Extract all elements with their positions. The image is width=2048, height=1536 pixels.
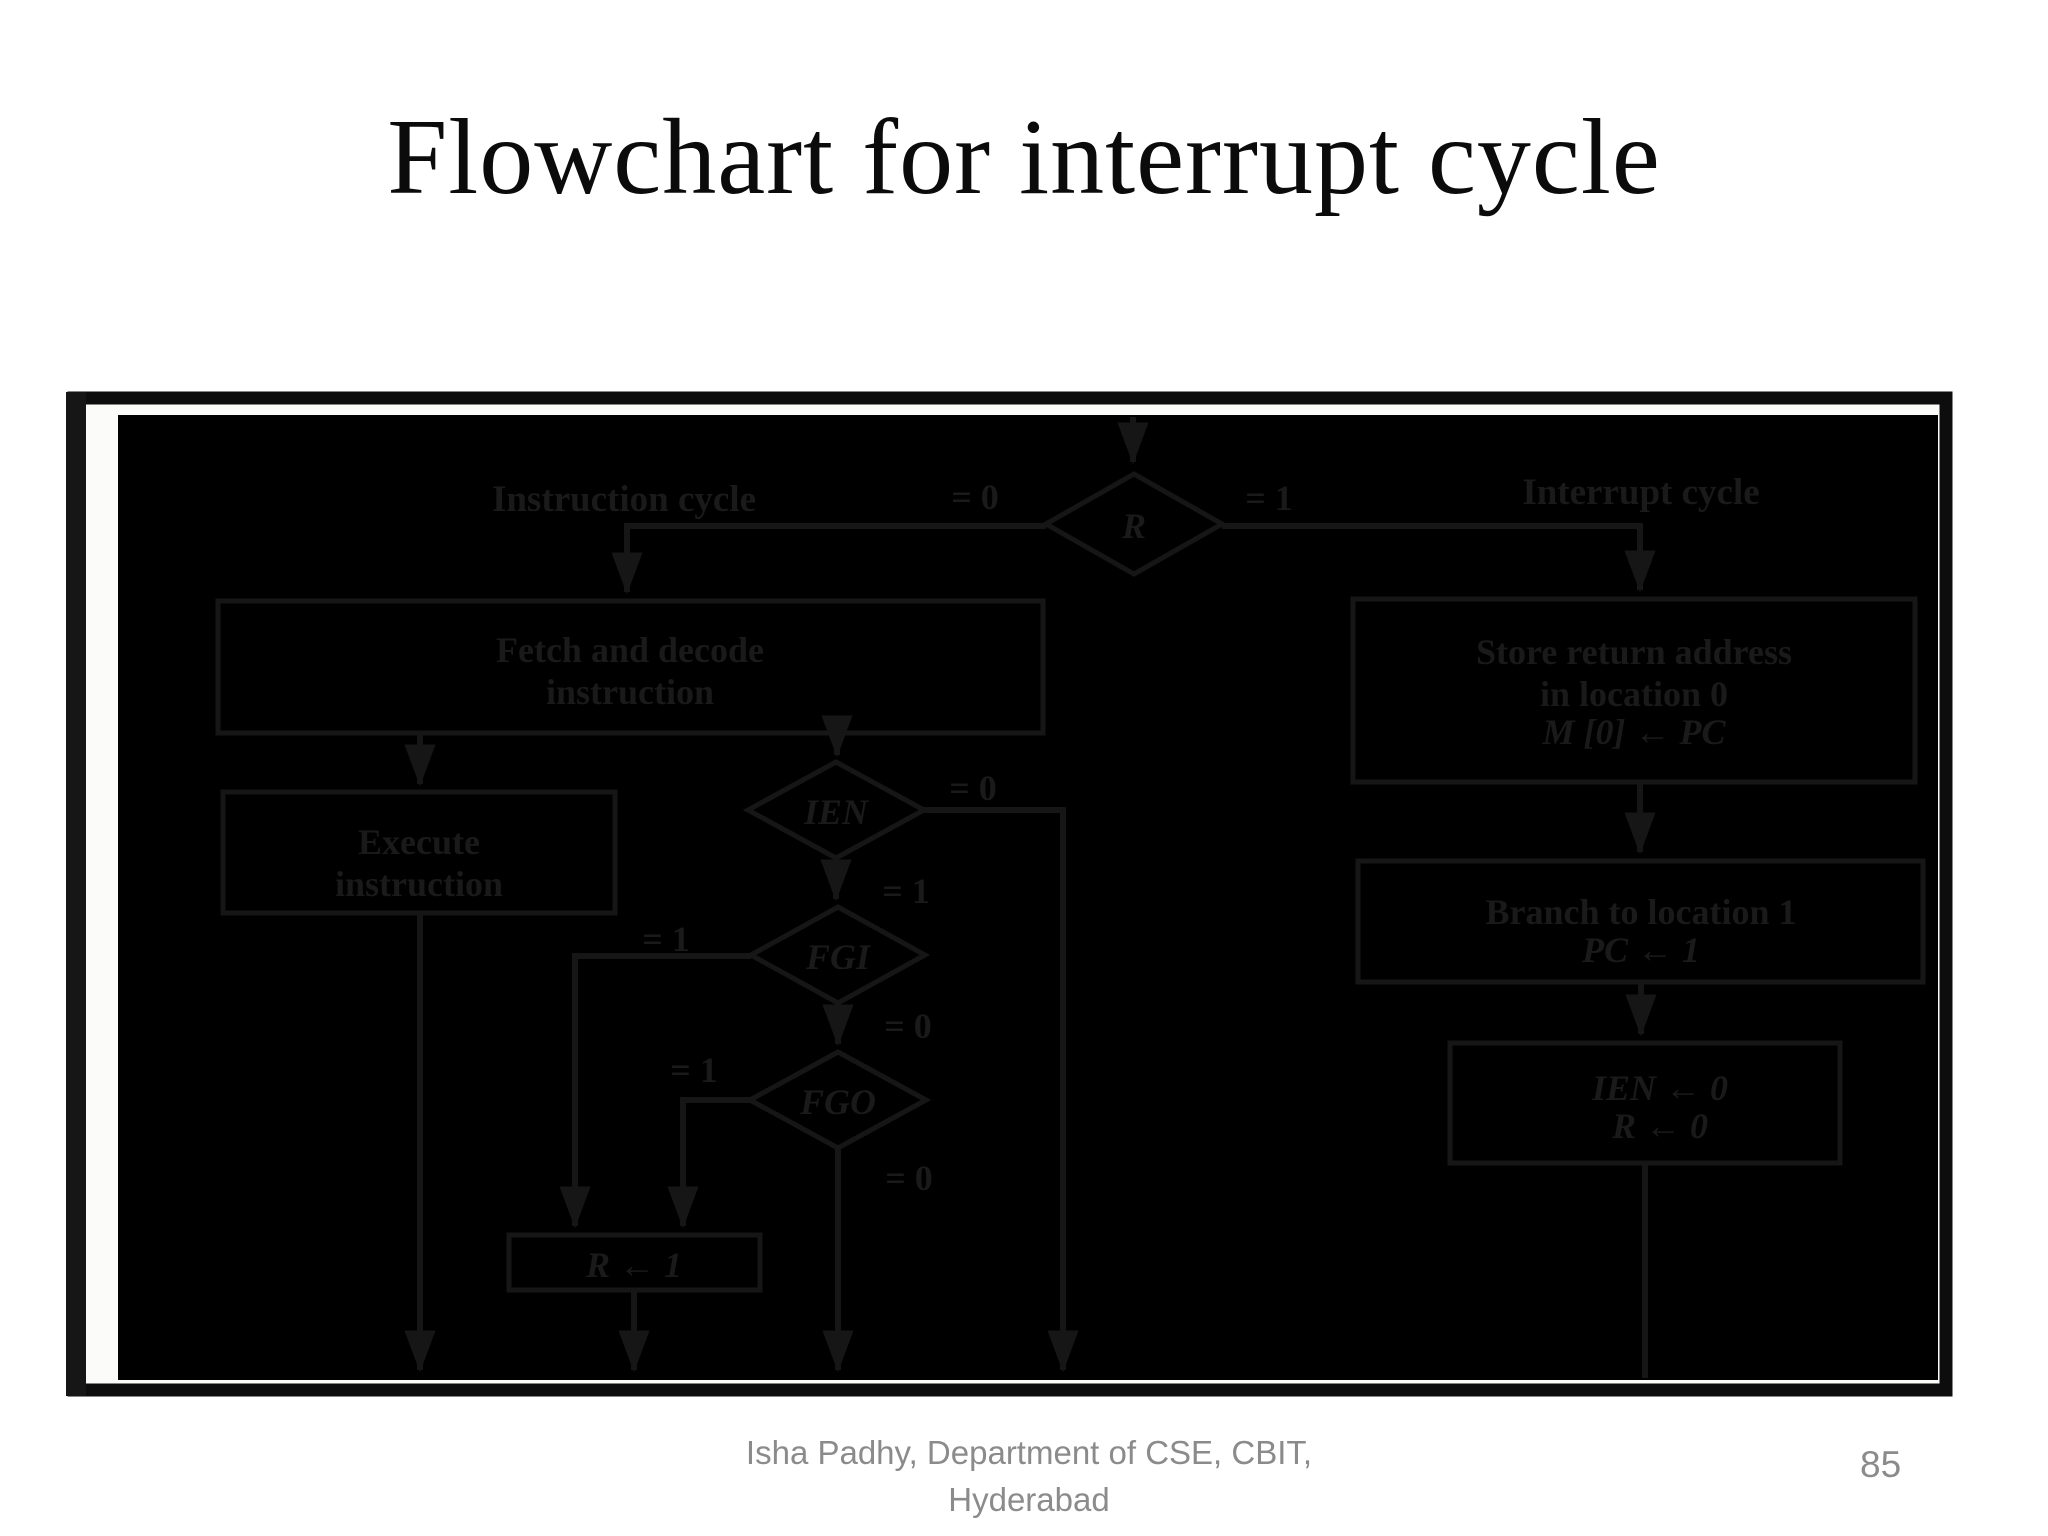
fetch-decode-line2: instruction — [546, 672, 714, 712]
footer-credit-line1: Isha Padhy, Department of CSE, CBIT, — [745, 1434, 1313, 1471]
edge-ien0-to-bottom — [924, 807, 1079, 1373]
edge-r-to-store — [1222, 523, 1656, 593]
instruction-cycle-label: Instruction cycle — [492, 479, 756, 520]
r-decision-label: R — [1121, 506, 1146, 546]
footer-credit-line2: Hyderabad — [948, 1480, 1110, 1518]
execute-line2: instruction — [335, 864, 503, 904]
store-return-line1: Store return address — [1476, 632, 1792, 672]
fgo-decision-label: FGO — [799, 1082, 876, 1122]
page-title: Flowchart for interrupt cycle — [387, 98, 1661, 217]
footer-credit: Isha Padhy, Department of CSE, CBIT, Hyd… — [724, 1430, 1334, 1524]
fetch-decode-box — [215, 598, 1046, 736]
edge-r-to-fetch — [611, 523, 1046, 595]
ien-clear-line1: IEN ← 0 — [1591, 1068, 1728, 1108]
ien-decision-label: IEN — [803, 792, 870, 832]
fgi-eq0-label: = 0 — [884, 1006, 932, 1046]
store-return-line2: in location 0 — [1540, 674, 1728, 714]
fgi-eq1-label: = 1 — [642, 919, 690, 959]
edge-fgo1-to-rset — [667, 1097, 750, 1229]
r-eq0-label: = 0 — [951, 477, 999, 517]
branch-location-line1: Branch to location 1 — [1486, 892, 1797, 932]
ien-clear-line2: R ← 0 — [1611, 1106, 1708, 1146]
store-return-line3: M [0] ← PC — [1542, 712, 1727, 752]
edge-fgi1-to-rset — [559, 953, 751, 1229]
branch-location-line2: PC ← 1 — [1581, 930, 1700, 970]
fgo-eq0-label: = 0 — [885, 1158, 933, 1198]
store-return-box — [1350, 596, 1918, 785]
fgi-decision-label: FGI — [805, 937, 872, 977]
r-eq1-label: = 1 — [1245, 478, 1293, 518]
page-number: 85 — [1860, 1444, 1902, 1485]
ien-eq0-label: = 0 — [949, 768, 997, 808]
fgo-eq1-label: = 1 — [670, 1050, 718, 1090]
r-decision-diamond — [1040, 471, 1228, 577]
fetch-decode-line1: Fetch and decode — [496, 630, 764, 670]
execute-line1: Execute — [358, 822, 480, 862]
interrupt-cycle-label: Interrupt cycle — [1522, 472, 1759, 513]
r-set-text: R ← 1 — [585, 1245, 682, 1285]
ien-eq1-label: = 1 — [882, 871, 930, 911]
